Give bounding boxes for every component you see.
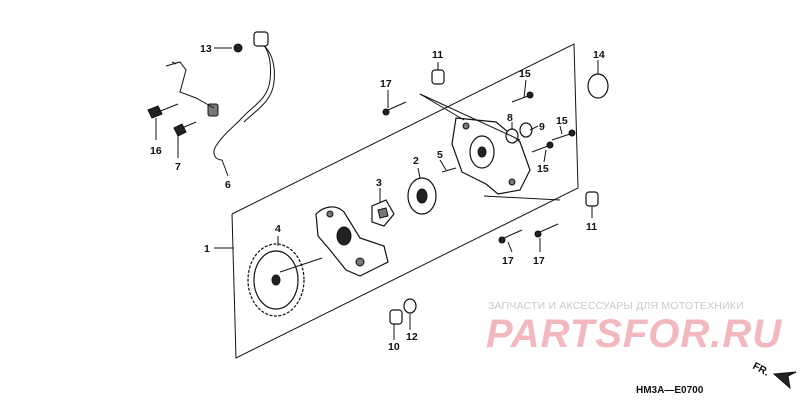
outer-rotor <box>407 177 437 215</box>
bolt-17-lower-right <box>534 223 559 238</box>
o-ring-14 <box>587 73 609 99</box>
bolt-15-mid <box>531 141 554 153</box>
pump-cover <box>451 117 531 195</box>
bolt-7 <box>173 121 197 137</box>
pin-5 <box>441 167 457 173</box>
pump-body <box>315 206 389 277</box>
callout-11-bottom: 11 <box>586 221 597 233</box>
bolt-16 <box>147 103 179 119</box>
watermark-subtitle: ЗАПЧАСТИ И АКСЕССУАРЫ ДЛЯ МОТОТЕХНИКИ <box>488 300 744 312</box>
bolt-15-right <box>551 129 576 141</box>
callout-5: 5 <box>437 149 443 161</box>
callout-15-top: 15 <box>519 68 531 80</box>
callout-13: 13 <box>200 43 212 55</box>
assembly-outline <box>231 43 579 359</box>
seal-12 <box>403 298 417 314</box>
callout-17-lower-right: 17 <box>533 255 545 267</box>
collar-11-bottom <box>585 191 599 207</box>
leader-lines <box>155 47 599 340</box>
sprocket <box>247 243 323 317</box>
callout-8: 8 <box>507 112 513 124</box>
front-direction-arrow: FR. <box>751 360 797 390</box>
callout-11-top: 11 <box>432 49 443 61</box>
callout-2: 2 <box>413 155 419 167</box>
oil-pipe <box>165 31 275 161</box>
bolt-17-lower-left <box>498 229 523 244</box>
callout-1: 1 <box>204 243 210 255</box>
callout-6: 6 <box>225 179 231 191</box>
callout-9: 9 <box>539 121 545 133</box>
callout-17-lower-left: 17 <box>502 255 514 267</box>
callout-14: 14 <box>593 49 605 61</box>
diagram-code: HM3A—E0700 <box>636 385 704 396</box>
bolt-13 <box>233 43 243 53</box>
callout-16: 16 <box>150 145 162 157</box>
callout-17-top: 17 <box>380 78 392 90</box>
callout-12: 12 <box>406 331 418 343</box>
watermark-brand: PARTSFOR.RU <box>486 312 783 356</box>
callout-10: 10 <box>388 341 400 353</box>
bolt-15-top <box>511 91 534 103</box>
collar-11-top <box>431 69 445 85</box>
callout-15-right: 15 <box>556 115 568 127</box>
callout-15-mid: 15 <box>537 163 549 175</box>
callout-3: 3 <box>376 177 382 189</box>
collar-10 <box>389 309 403 325</box>
callout-4: 4 <box>275 223 281 235</box>
bolt-17-top <box>382 101 407 116</box>
callout-7: 7 <box>175 161 181 173</box>
seal-9 <box>519 122 533 138</box>
inner-rotor <box>371 199 395 227</box>
front-label: FR. <box>751 360 772 379</box>
